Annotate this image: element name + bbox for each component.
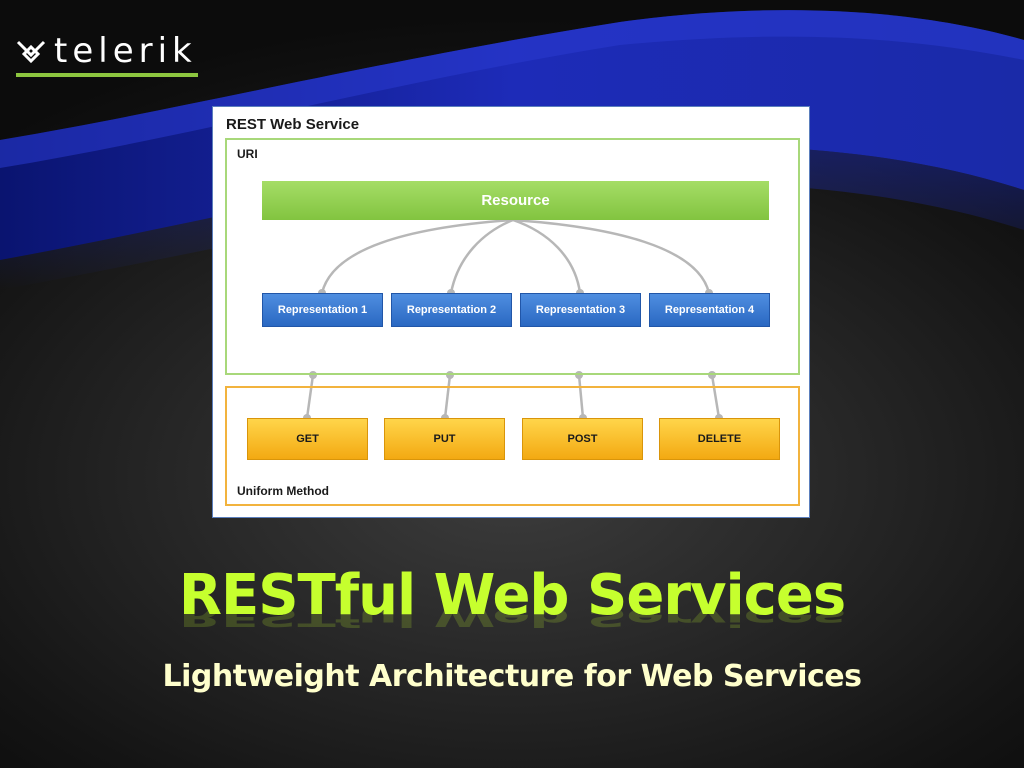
uniform-method-container: Uniform Method	[225, 386, 800, 506]
telerik-chevron-icon	[16, 40, 46, 64]
representation-2-node: Representation 2	[391, 293, 512, 327]
slide-subtitle: Lightweight Architecture for Web Service…	[162, 659, 863, 694]
representation-4-node: Representation 4	[649, 293, 770, 327]
slide-title: RESTful Web Services	[178, 563, 846, 628]
resource-node: Resource	[262, 181, 769, 220]
method-get-node: GET	[247, 418, 368, 460]
uri-label: URI	[237, 147, 258, 161]
diagram-title: REST Web Service	[226, 116, 360, 133]
representation-3-node: Representation 3	[520, 293, 641, 327]
representation-1-node: Representation 1	[262, 293, 383, 327]
method-post-node: POST	[522, 418, 643, 460]
method-put-node: PUT	[384, 418, 505, 460]
uniform-method-label: Uniform Method	[237, 484, 329, 498]
telerik-logo: telerik	[16, 30, 198, 78]
logo-underline	[16, 73, 198, 77]
uri-container: URI	[225, 138, 800, 375]
rest-diagram: REST Web Service URI Resource Representa…	[212, 106, 810, 518]
logo-wordmark: telerik	[54, 31, 197, 71]
method-delete-node: DELETE	[659, 418, 780, 460]
